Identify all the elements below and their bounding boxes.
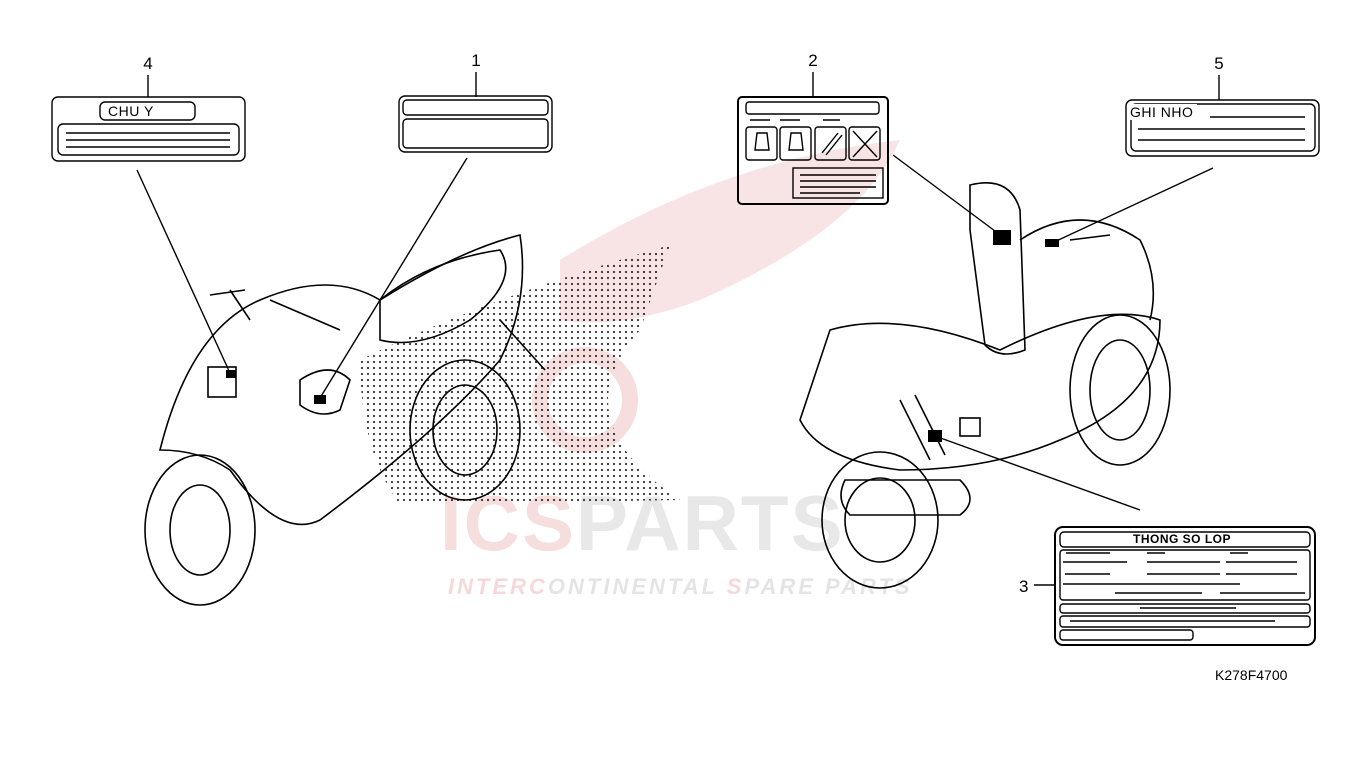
label-4-title: CHU Y xyxy=(108,103,154,119)
wm-part: INTER xyxy=(448,574,529,599)
right-scooter-drawing xyxy=(799,181,1171,589)
callout-4: 4 xyxy=(143,54,153,73)
wm-part: C xyxy=(529,574,548,599)
label-5-ghi-nho xyxy=(1125,99,1320,157)
wm-part: PARE PARTS xyxy=(744,574,913,599)
leader-lines xyxy=(136,72,1220,586)
diagram-code: K278F4700 xyxy=(1215,667,1288,683)
callout-5: 5 xyxy=(1214,54,1224,73)
left-scooter-drawing xyxy=(144,234,546,606)
label-1-location xyxy=(314,395,326,404)
label-4-chu-y xyxy=(51,96,246,162)
dotted-shading xyxy=(360,245,680,505)
wm-part: S xyxy=(726,574,745,599)
wm-part: ONTINENTAL xyxy=(547,574,727,599)
label-5-title: GHI NHO xyxy=(1130,104,1198,120)
watermark-tagline: INTERCONTINENTAL SPARE PARTS xyxy=(448,574,913,600)
callout-1: 1 xyxy=(471,51,481,70)
label-1 xyxy=(398,95,553,153)
label-3-title: THONG SO LOP xyxy=(1133,532,1232,546)
callout-2: 2 xyxy=(808,51,818,70)
label-2-icons xyxy=(737,96,889,205)
callout-3: 3 xyxy=(1019,577,1029,596)
label-3-thong-so-lop xyxy=(1054,526,1316,646)
label-4-location xyxy=(226,370,236,378)
